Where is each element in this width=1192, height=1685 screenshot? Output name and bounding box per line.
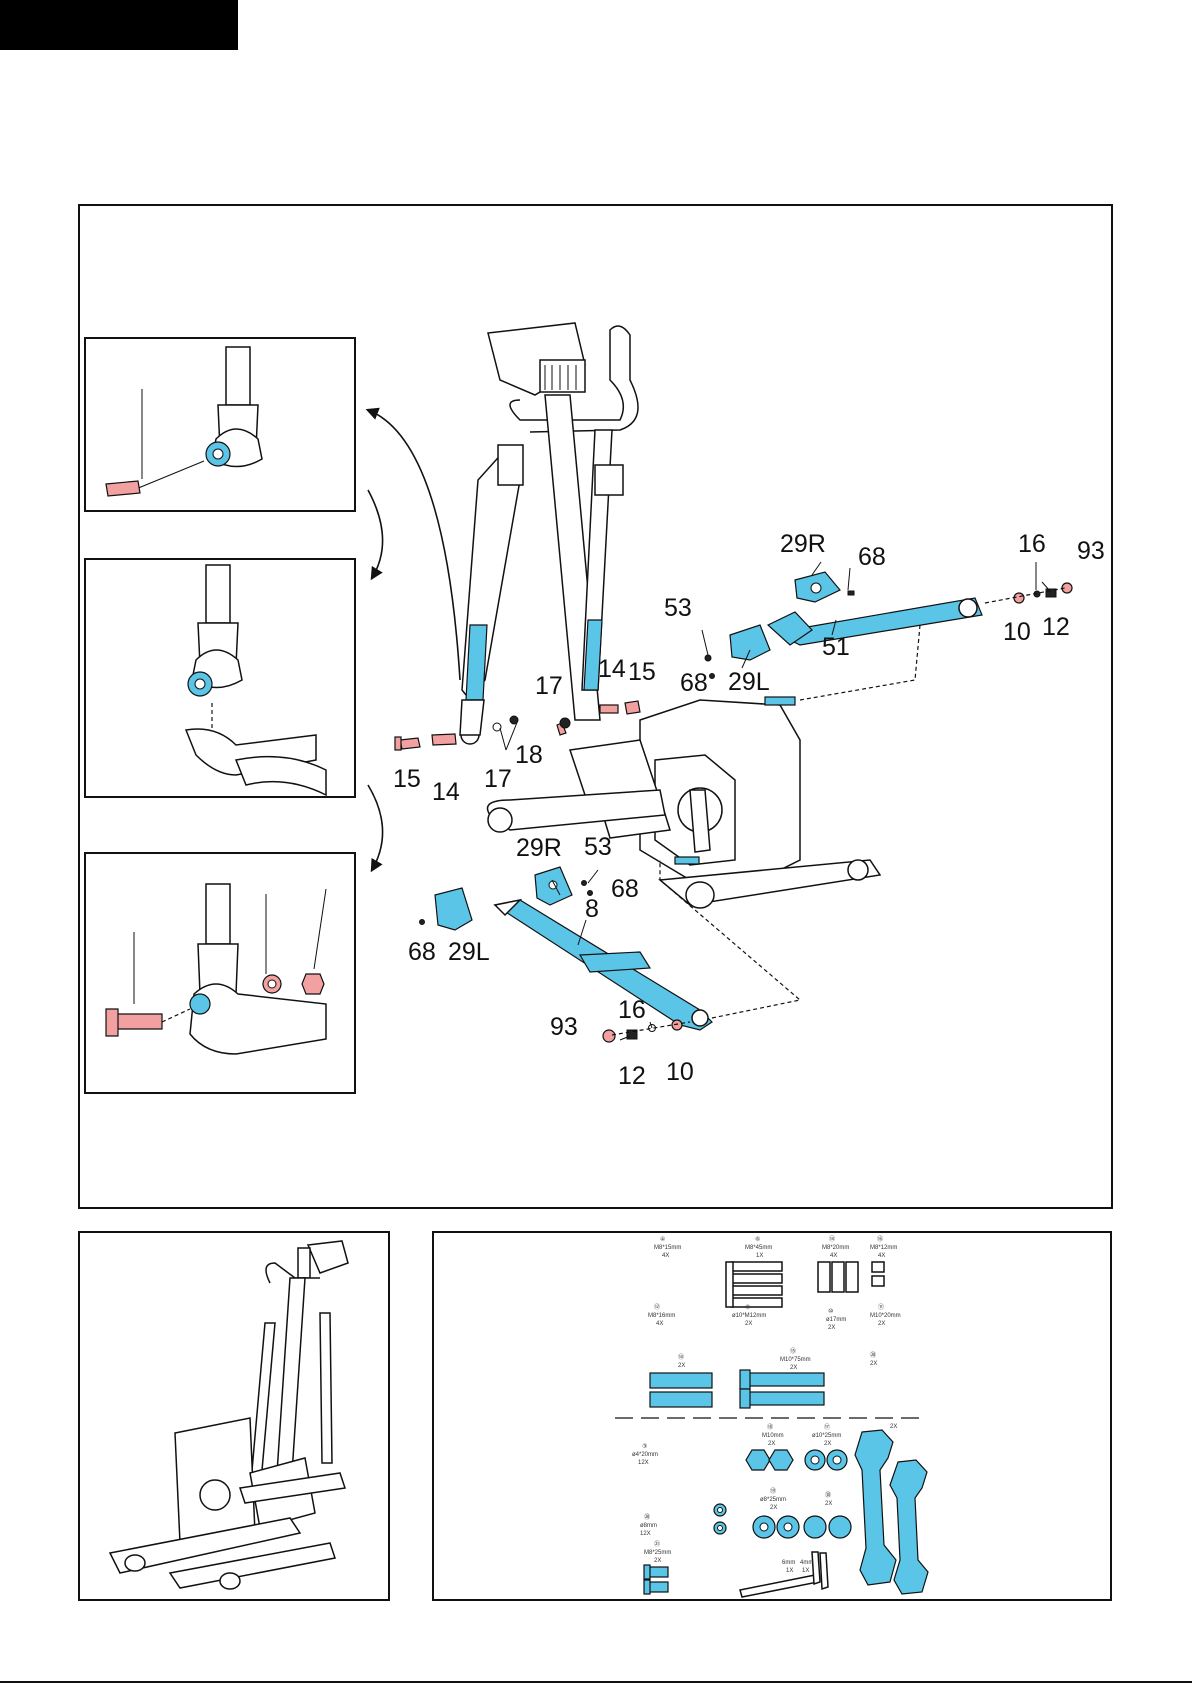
label-12-low: 12	[618, 1062, 646, 1090]
hw-12-spec: ø4*20mm	[632, 1452, 659, 1458]
hw-21-qty: 2X	[890, 1424, 898, 1430]
label-53-top: 53	[664, 594, 692, 622]
hw-1-id: ④	[660, 1237, 666, 1243]
label-93-top: 93	[1077, 537, 1105, 565]
hw-5-spec: M8*16mm	[648, 1313, 676, 1319]
hw-16-id: ㊳	[825, 1493, 832, 1499]
hw-3-qty: 4X	[830, 1253, 838, 1259]
label-14-right: 14	[598, 655, 626, 683]
hw-1-spec: M8*15mm	[654, 1245, 682, 1251]
hw-9-qty: 2X	[678, 1363, 686, 1369]
label-93-low: 93	[550, 1013, 578, 1041]
label-68-mid: 68	[680, 669, 708, 697]
hw-17-qty: 12X	[640, 1531, 651, 1537]
label-51: 51	[822, 633, 850, 661]
hw-19-qty: 1X	[786, 1568, 794, 1574]
hw-4-id: ⑯	[877, 1237, 884, 1243]
hw-3-id: ⑭	[829, 1237, 836, 1243]
assembled-machine-drawing	[108, 1240, 349, 1590]
hw-10-qty: 2X	[790, 1365, 798, 1371]
hw-9-id: ⑭	[678, 1355, 685, 1361]
label-10-top: 10	[1003, 618, 1031, 646]
hw-13-spec: M10mm	[762, 1433, 784, 1439]
label-68-low: 68	[611, 875, 639, 903]
hw-5-qty: 4X	[656, 1321, 664, 1327]
label-14-left: 14	[432, 778, 460, 806]
hw-13-id: ⑱	[767, 1425, 774, 1431]
label-16-top: 16	[1018, 530, 1046, 558]
hw-10-spec: M10*75mm	[780, 1357, 811, 1363]
hw-16-qty: 2X	[825, 1501, 833, 1507]
hw-2-qty: 1X	[756, 1253, 764, 1259]
hw-20-qty: 1X	[802, 1568, 810, 1574]
assembled-view-frame	[78, 1231, 390, 1601]
footer-rule	[0, 1681, 1192, 1683]
label-29l-mid: 29L	[728, 668, 770, 696]
hw-1-qty: 4X	[662, 1253, 670, 1259]
hw-18-spec: M8*25mm	[644, 1550, 672, 1556]
hw-4-spec: M8*12mm	[870, 1245, 898, 1251]
label-15-right: 15	[628, 658, 656, 686]
hw-13-qty: 2X	[768, 1441, 776, 1447]
hw-15-spec: ø8*25mm	[760, 1497, 787, 1503]
detail-inset-2	[84, 558, 356, 798]
hw-11-qty: 2X	[870, 1361, 878, 1367]
label-17-right: 17	[535, 672, 563, 700]
hw-15-id: ⑲	[770, 1489, 777, 1495]
hw-8-id: ⑪	[878, 1305, 885, 1311]
hw-6-spec: ø10*M12mm	[732, 1313, 767, 1319]
hw-12-id: ③	[642, 1444, 648, 1450]
detail-inset-1	[84, 337, 356, 512]
hw-8-spec: M10*20mm	[870, 1313, 901, 1319]
label-12-top: 12	[1042, 613, 1070, 641]
header-black-block	[0, 0, 238, 50]
hw-15-qty: 2X	[770, 1505, 778, 1511]
hw-18-qty: 2X	[654, 1558, 662, 1564]
hw-7-spec: ø17mm	[826, 1317, 847, 1323]
hw-10-id: ⑮	[790, 1349, 797, 1355]
detail-inset-3	[84, 852, 356, 1094]
label-16-low: 16	[618, 996, 646, 1024]
label-29r-top: 29R	[780, 530, 826, 558]
hw-20-spec: 4mm	[800, 1560, 814, 1566]
inset-2-drawing	[184, 564, 327, 797]
label-68-left: 68	[408, 938, 436, 966]
hw-8-qty: 2X	[878, 1321, 886, 1327]
hw-12-qty: 12X	[638, 1460, 649, 1466]
hw-14-qty: 2X	[824, 1441, 832, 1447]
hw-17-id: ⑳	[644, 1515, 651, 1521]
label-29l-left: 29L	[448, 938, 490, 966]
label-68-top: 68	[858, 543, 886, 571]
hw-2-id: ⑥	[755, 1237, 761, 1243]
label-10-low: 10	[666, 1058, 694, 1086]
inset-3-drawing	[105, 883, 327, 1055]
hw-7-id: ⑩	[828, 1309, 834, 1315]
label-15-left: 15	[393, 765, 421, 793]
label-29r-low: 29R	[516, 834, 562, 862]
label-8: 8	[585, 895, 599, 923]
label-17-left: 17	[484, 765, 512, 793]
hw-18-id: ㉑	[654, 1542, 661, 1548]
label-53-low: 53	[584, 833, 612, 861]
hw-7-qty: 2X	[828, 1325, 836, 1331]
hw-5-id: ⑫	[654, 1305, 661, 1311]
label-18: 18	[515, 741, 543, 769]
inset-1-drawing	[105, 346, 263, 497]
hw-2-spec: M8*45mm	[745, 1245, 773, 1251]
hw-19-spec: 6mm	[782, 1560, 796, 1566]
hw-6-qty: 2X	[745, 1321, 753, 1327]
hw-4-qty: 4X	[878, 1253, 886, 1259]
hw-3-spec: M8*20mm	[822, 1245, 850, 1251]
hw-17-spec: ø8mm	[640, 1523, 657, 1529]
hw-14-spec: ø10*25mm	[812, 1433, 842, 1439]
hw-6-id: ⑨	[745, 1305, 751, 1311]
hw-11-id: ⑳	[870, 1353, 877, 1359]
hw-14-id: ⑰	[824, 1425, 831, 1431]
